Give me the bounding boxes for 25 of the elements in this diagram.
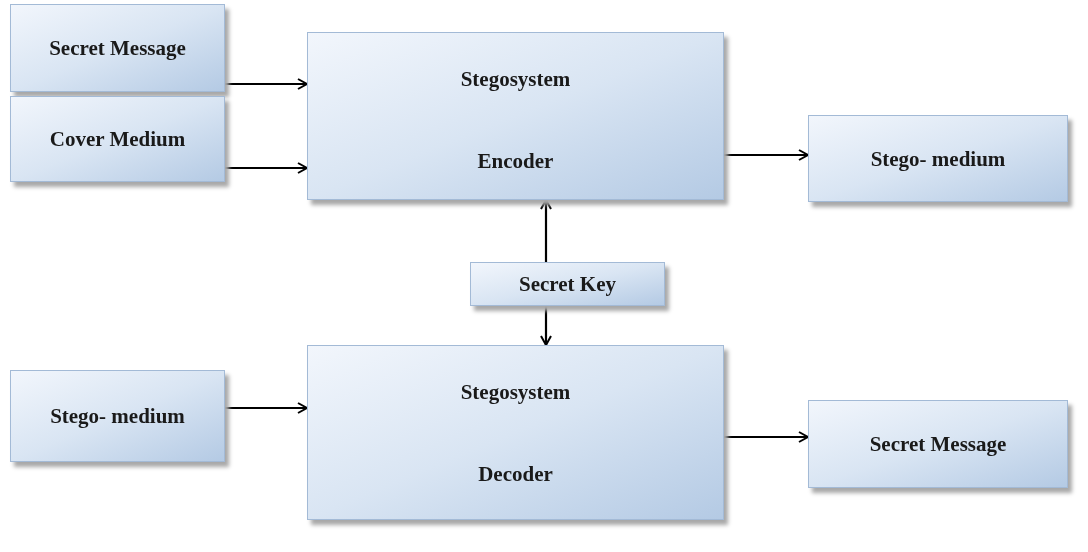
box-label: Encoder: [476, 148, 555, 175]
arrow: [225, 78, 308, 90]
box-label: Cover Medium: [48, 126, 187, 153]
box-label: Secret Message: [48, 35, 187, 62]
process-box: [470, 262, 665, 306]
process-box: [808, 400, 1068, 488]
box-label: Decoder: [477, 461, 554, 488]
process-box: [10, 96, 225, 182]
process-box: [307, 345, 724, 520]
process-box: [10, 4, 225, 92]
box-label: Stegosystem: [459, 66, 572, 93]
process-box: [307, 32, 724, 200]
arrow: [724, 149, 809, 161]
arrow: [225, 402, 308, 414]
process-box: [10, 370, 225, 462]
arrow: [540, 199, 552, 262]
arrow: [540, 306, 552, 346]
arrow: [724, 431, 809, 443]
box-label: Secret Key: [518, 271, 617, 298]
box-label: Stego- medium: [869, 145, 1007, 173]
box-label: Secret Message: [868, 431, 1008, 458]
box-label: Stego- medium: [49, 403, 186, 430]
process-box: [808, 115, 1068, 202]
box-label: Stegosystem: [459, 379, 572, 406]
arrow: [225, 162, 308, 174]
